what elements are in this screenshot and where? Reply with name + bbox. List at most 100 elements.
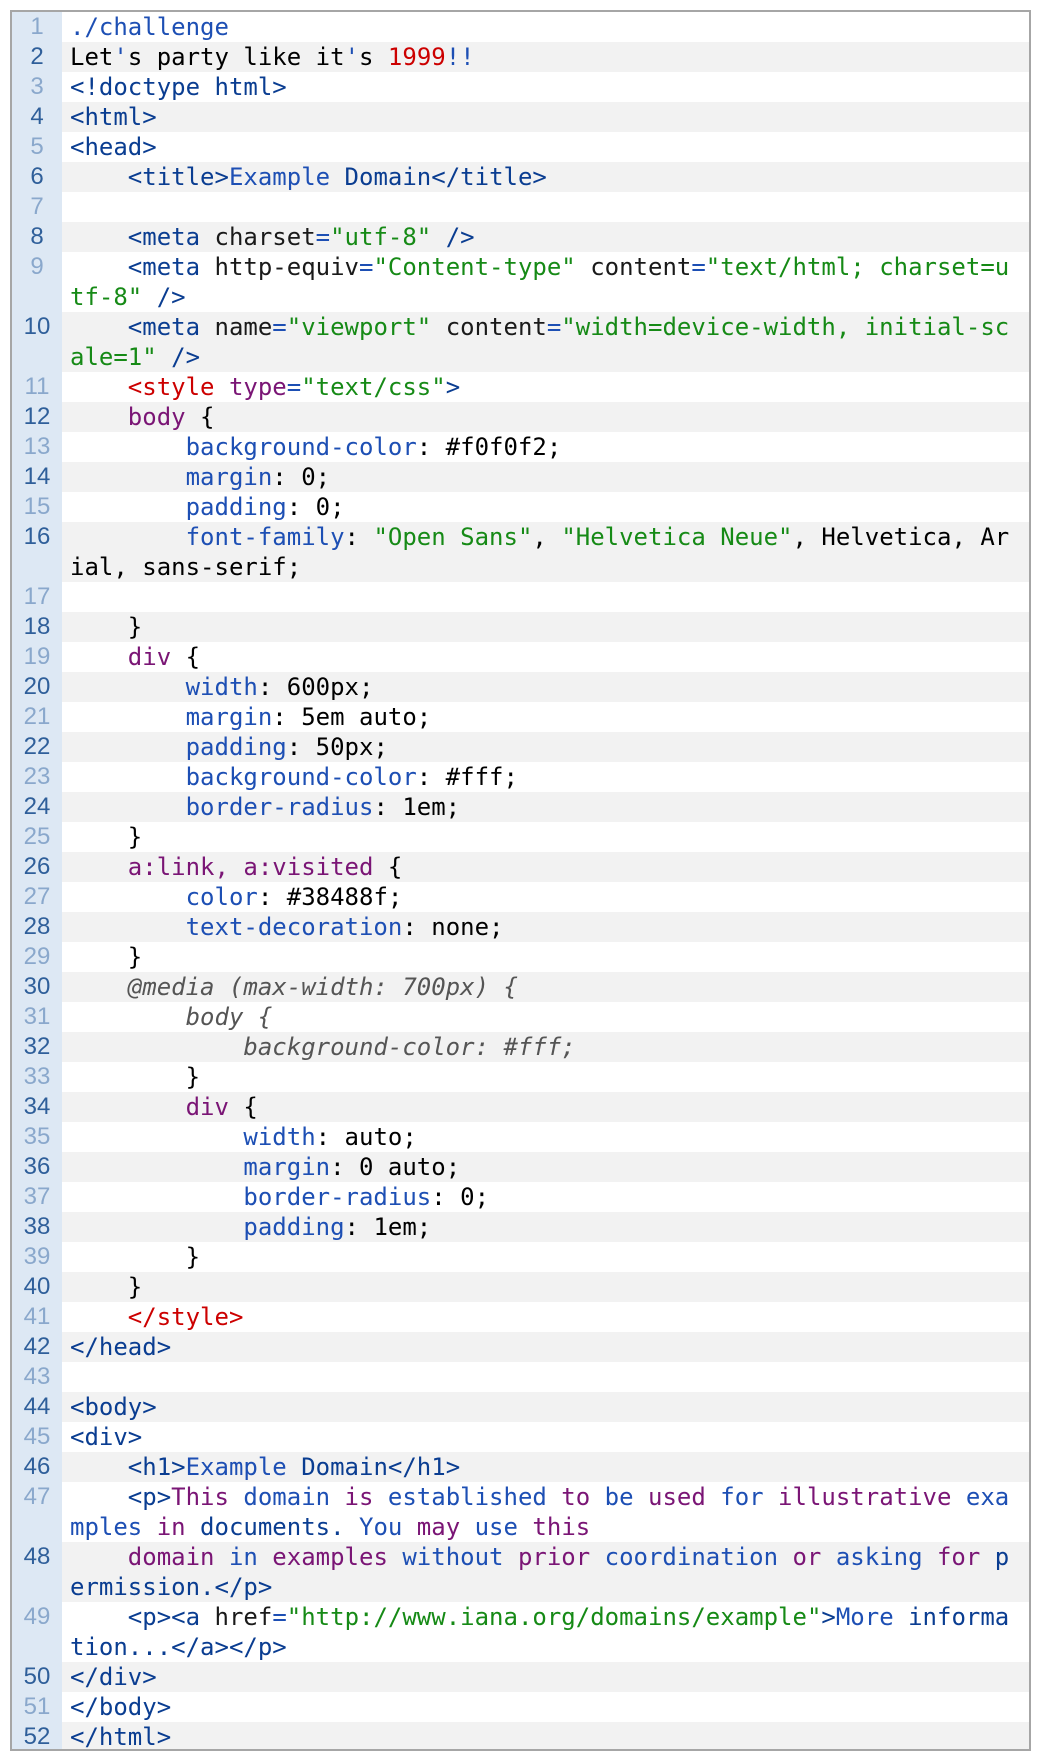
code-token: <head> — [70, 133, 157, 161]
code-token: </h1> — [387, 1453, 461, 1481]
code-token: </a></p> — [171, 1633, 287, 1661]
code-token: background-color: #fff; — [243, 1033, 576, 1061]
code-line: 13 background-color: #f0f0f2; — [12, 432, 1029, 462]
code-token: : 5em auto; — [272, 703, 432, 731]
code-token: examples — [70, 1483, 1010, 1541]
code-token: = — [286, 373, 302, 401]
code-token: You — [359, 1513, 403, 1541]
code-token: illustrative — [778, 1483, 952, 1511]
code-text: } — [62, 612, 1029, 642]
code-text: Let's party like it's 1999!! — [62, 42, 1029, 72]
code-token: may — [402, 1513, 475, 1541]
code-line: 14 margin: 0; — [12, 462, 1029, 492]
code-token: More — [835, 1603, 894, 1631]
code-token: = — [546, 313, 562, 341]
code-token: "utf-8" — [330, 223, 432, 251]
code-token: : 1em; — [373, 793, 461, 821]
line-number: 38 — [12, 1212, 62, 1242]
line-number: 11 — [12, 372, 62, 402]
code-line: 28 text-decoration: none; — [12, 912, 1029, 942]
line-number: 30 — [12, 972, 62, 1002]
code-token — [70, 643, 128, 671]
code-token: div — [127, 643, 172, 671]
code-token: margin — [185, 463, 273, 491]
line-number: 50 — [12, 1662, 62, 1692]
code-token: margin — [243, 1153, 331, 1181]
code-token: @media (max-width: 700px) { — [127, 973, 518, 1001]
code-token: border-radius — [185, 793, 374, 821]
code-token: type — [228, 373, 287, 401]
code-token: div — [185, 1093, 229, 1121]
code-text — [62, 192, 1029, 222]
code-line: 35 width: auto; — [12, 1122, 1029, 1152]
line-number: 21 — [12, 702, 62, 732]
code-token: for — [705, 1483, 779, 1511]
code-text: <head> — [62, 132, 1029, 162]
code-token — [70, 1603, 128, 1631]
code-token: for — [936, 1543, 981, 1571]
code-line: 19 div { — [12, 642, 1029, 672]
code-text: body { — [62, 402, 1029, 432]
code-line: 49 <p><a href="http://www.iana.org/domai… — [12, 1602, 1029, 1662]
code-text: </html> — [62, 1722, 1029, 1751]
code-token — [70, 1543, 128, 1571]
code-text: <title>Example Domain</title> — [62, 162, 1029, 192]
code-token — [70, 1483, 128, 1511]
line-number: 16 — [12, 522, 62, 582]
code-line: 11 <style type="text/css"> — [12, 372, 1029, 402]
code-token — [70, 913, 186, 941]
code-token — [70, 1093, 186, 1121]
code-token: Let — [70, 43, 114, 71]
code-line: 47 <p>This domain is established to be u… — [12, 1482, 1029, 1542]
code-token — [70, 703, 186, 731]
line-number: 35 — [12, 1122, 62, 1152]
line-number: 3 — [12, 72, 62, 102]
code-line: 6 <title>Example Domain</title> — [12, 162, 1029, 192]
code-token: asking — [821, 1543, 937, 1571]
code-token: examples — [272, 1543, 388, 1571]
code-token: </title> — [431, 163, 547, 191]
code-token: Domain — [330, 163, 432, 191]
code-token: /> — [156, 343, 201, 371]
code-token: charset — [214, 223, 316, 251]
code-token: domain — [228, 1483, 345, 1511]
code-text: domain in examples without prior coordin… — [62, 1542, 1029, 1602]
code-text: padding: 50px; — [62, 732, 1029, 762]
line-number: 31 — [12, 1002, 62, 1032]
code-token: body — [127, 403, 186, 431]
code-line: 45<div> — [12, 1422, 1029, 1452]
code-token: : 600px; — [257, 673, 374, 701]
code-line: 26 a:link, a:visited { — [12, 852, 1029, 882]
code-line: 42</head> — [12, 1332, 1029, 1362]
line-number: 8 — [12, 222, 62, 252]
code-token: } — [70, 613, 143, 641]
line-number: 18 — [12, 612, 62, 642]
code-line: 32 background-color: #fff; — [12, 1032, 1029, 1062]
code-line: 4<html> — [12, 102, 1029, 132]
code-text: ./challenge — [62, 12, 1029, 42]
code-token: , — [532, 523, 562, 551]
line-number: 22 — [12, 732, 62, 762]
code-line: 33 } — [12, 1062, 1029, 1092]
line-number: 33 — [12, 1062, 62, 1092]
line-number: 48 — [12, 1542, 62, 1602]
code-token — [70, 1153, 243, 1181]
code-token: Example — [228, 163, 331, 191]
code-token: /> — [431, 223, 475, 251]
line-number: 37 — [12, 1182, 62, 1212]
code-text: margin: 0; — [62, 462, 1029, 492]
code-token: </html> — [70, 1723, 172, 1751]
code-token: in — [214, 1543, 273, 1571]
code-text: } — [62, 822, 1029, 852]
code-token: without — [387, 1543, 518, 1571]
code-text: padding: 1em; — [62, 1212, 1029, 1242]
code-token: "text/css" — [301, 373, 446, 401]
code-line: 24 border-radius: 1em; — [12, 792, 1029, 822]
code-text: } — [62, 1242, 1029, 1272]
code-text — [62, 1362, 1029, 1392]
code-token: = — [272, 1603, 287, 1631]
code-text: border-radius: 0; — [62, 1182, 1029, 1212]
code-token — [70, 973, 128, 1001]
line-number: 32 — [12, 1032, 62, 1062]
code-line: 29 } — [12, 942, 1029, 972]
